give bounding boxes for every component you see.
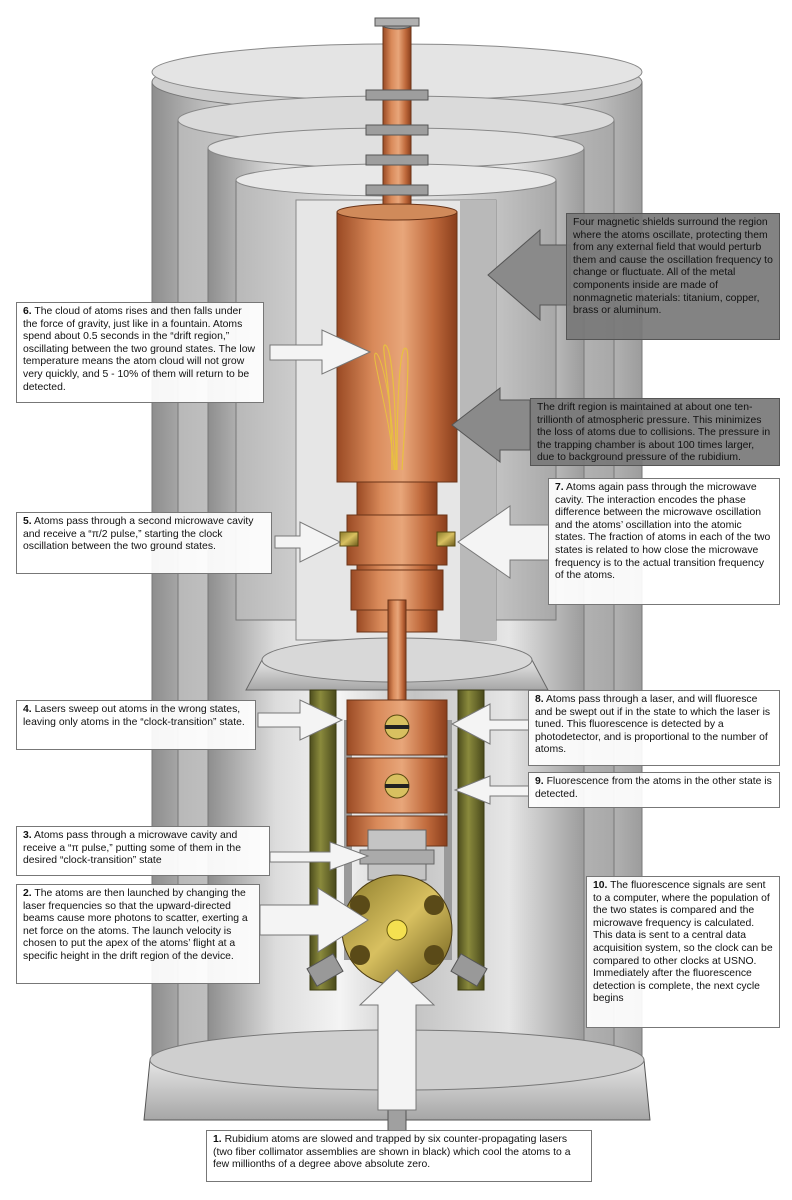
callout-5-number: 5. — [23, 516, 32, 527]
callout-drift-region: The drift region is maintained at about … — [530, 398, 780, 466]
callout-5-text: Atoms pass through a second microwave ca… — [23, 516, 254, 553]
copper-drift-tube — [336, 203, 458, 483]
callout-10-number: 10. — [593, 880, 608, 891]
callout-9-number: 9. — [535, 776, 544, 787]
callout-2: 2. The atoms are then launched by changi… — [16, 884, 260, 984]
arrow-5 — [274, 521, 342, 563]
callout-shields-text: Four magnetic shields surround the regio… — [573, 217, 773, 317]
callout-arrows — [257, 228, 571, 1111]
callout-magnetic-shields: Four magnetic shields surround the regio… — [566, 213, 780, 340]
callout-1-number: 1. — [213, 1134, 222, 1145]
callout-3-text: Atoms pass through a microwave cavity an… — [23, 830, 241, 867]
callout-9-text: Fluorescence from the atoms in the other… — [535, 776, 772, 800]
callout-9: 9. Fluorescence from the atoms in the ot… — [528, 772, 780, 808]
callout-4-number: 4. — [23, 704, 32, 715]
arrow-1 — [358, 969, 436, 1111]
callout-10-text: The fluorescence signals are sent to a c… — [593, 880, 773, 1005]
callout-3-number: 3. — [23, 830, 32, 841]
callout-2-number: 2. — [23, 888, 32, 899]
arrow-8 — [450, 703, 531, 745]
callout-4-text: Lasers sweep out atoms in the wrong stat… — [23, 704, 245, 728]
callout-4: 4. Lasers sweep out atoms in the wrong s… — [16, 700, 256, 750]
arrow-4 — [257, 699, 344, 741]
callout-7-text: Atoms again pass through the microwave c… — [555, 482, 771, 582]
callout-5: 5. Atoms pass through a second microwave… — [16, 512, 272, 574]
callout-6: 6. The cloud of atoms rises and then fal… — [16, 302, 264, 403]
top-pump-tube — [365, 17, 429, 235]
callout-7: 7. Atoms again pass through the microwav… — [548, 478, 780, 605]
callout-6-text: The cloud of atoms rises and then falls … — [23, 306, 256, 393]
arrow-drift — [451, 386, 531, 464]
arrow-7 — [457, 505, 551, 579]
arrow-6 — [269, 329, 372, 375]
callout-10: 10. The fluorescence signals are sent to… — [586, 876, 780, 1028]
callout-3: 3. Atoms pass through a microwave cavity… — [16, 826, 270, 876]
callout-6-number: 6. — [23, 306, 32, 317]
callout-7-number: 7. — [555, 482, 564, 493]
callout-8-number: 8. — [535, 694, 544, 705]
detection-region — [346, 699, 448, 847]
arrow-shields — [487, 228, 571, 322]
callout-drift-text: The drift region is maintained at about … — [537, 402, 771, 464]
callout-8: 8. Atoms pass through a laser, and will … — [528, 690, 780, 766]
callout-1-text: Rubidium atoms are slowed and trapped by… — [213, 1134, 571, 1171]
callout-1: 1. Rubidium atoms are slowed and trapped… — [206, 1130, 592, 1182]
callout-2-text: The atoms are then launched by changing … — [23, 888, 248, 962]
state-selection-cavity — [359, 829, 435, 881]
callout-8-text: Atoms pass through a laser, and will flu… — [535, 694, 771, 756]
arrow-3 — [269, 841, 370, 871]
arrow-2 — [259, 887, 369, 953]
arrow-9 — [453, 775, 531, 805]
microwave-cavity — [339, 481, 456, 633]
